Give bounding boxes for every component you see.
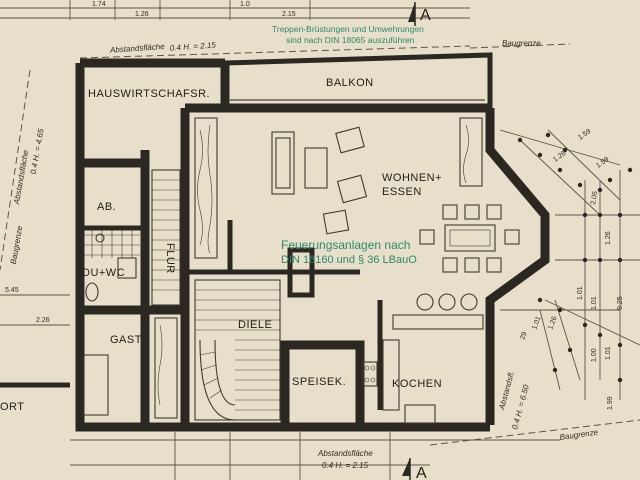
dim-right-10: 1.01 <box>591 296 598 310</box>
top-dimension-lines <box>0 0 470 20</box>
room-label-wohnen-2: ESSEN <box>382 186 422 198</box>
dim-top-1: 1.74 <box>92 1 106 8</box>
right-dimension-network <box>499 129 640 400</box>
baugrenze-top-line <box>469 43 571 49</box>
svg-text:A: A <box>420 7 431 24</box>
room-label-flur: FLUR <box>164 243 176 274</box>
abstand-bottom-formula: 0.4 H. = 2.15 <box>322 461 369 470</box>
abstand-top-line <box>79 45 471 59</box>
stamp-feuerung-line1: Feuerungsanlagen nach <box>281 238 410 252</box>
baugrenze-left-line <box>0 69 31 271</box>
room-label-ab: AB. <box>97 201 116 213</box>
dim-left-1: 5.45 <box>5 287 19 294</box>
svg-text:A: A <box>416 465 427 480</box>
room-label-balkon: BALKON <box>326 77 374 89</box>
dim-right-14: 1.01 <box>577 286 584 300</box>
dim-right-12: 9.25 <box>617 296 624 310</box>
staircase <box>151 169 281 421</box>
abstand-top-label: Abstandsfläche <box>109 42 166 55</box>
stamp-feuerung-line2: DIN 18160 und § 36 LBauO <box>281 254 417 266</box>
baugrenze-top-label: Baugrenze <box>502 39 541 48</box>
furniture <box>83 117 520 424</box>
dim-right-13: 1.00 <box>591 348 598 362</box>
stamp-treppen-line2: sind nach DIN 18065 auszuführen <box>286 35 415 45</box>
dim-left-2: 2.26 <box>36 317 50 324</box>
section-marker-bottom: A <box>402 458 427 480</box>
room-label-ort: ORT <box>0 401 25 413</box>
bottom-dimension-lines <box>70 419 640 480</box>
abstand-bottom-label: Abstandsfläche <box>317 449 373 458</box>
room-label-speisek: SPEISEK. <box>292 376 346 388</box>
room-label-diele: DIELE <box>238 319 272 331</box>
dim-right-8: 1.26 <box>547 315 558 330</box>
stamp-treppen-line1: Treppen-Brüstungen und Umwehrungen <box>272 24 424 34</box>
exterior-walls <box>75 52 550 432</box>
room-label-kochen: KOCHEN <box>392 378 442 390</box>
dim-right-3: 2.05 <box>590 191 599 206</box>
dim-right-4: 1.26 <box>605 231 612 245</box>
dim-right-6: 29 <box>519 331 528 341</box>
dim-top-3: 1.0 <box>240 1 250 8</box>
section-marker-top: A <box>408 2 431 26</box>
dim-right-11: 1.01 <box>605 346 612 360</box>
interior-walls <box>80 108 383 430</box>
room-label-du-wc: DU+WC <box>82 267 125 279</box>
dim-right-9: 1.99 <box>607 396 614 410</box>
room-label-hauswirtschaft: HAUSWIRTSCHAFSR. <box>88 88 210 100</box>
abstand-top-formula: 0.4 H. = 2.15 <box>170 40 217 52</box>
dim-top-2: 1.26 <box>135 11 149 18</box>
bathroom-tiles <box>84 230 140 258</box>
dim-top-4: 2.15 <box>282 11 296 18</box>
room-label-wohnen-1: WOHNEN+ <box>382 172 442 184</box>
room-label-gast: GAST <box>110 334 142 346</box>
dim-right-7: 1.01 <box>531 315 542 330</box>
